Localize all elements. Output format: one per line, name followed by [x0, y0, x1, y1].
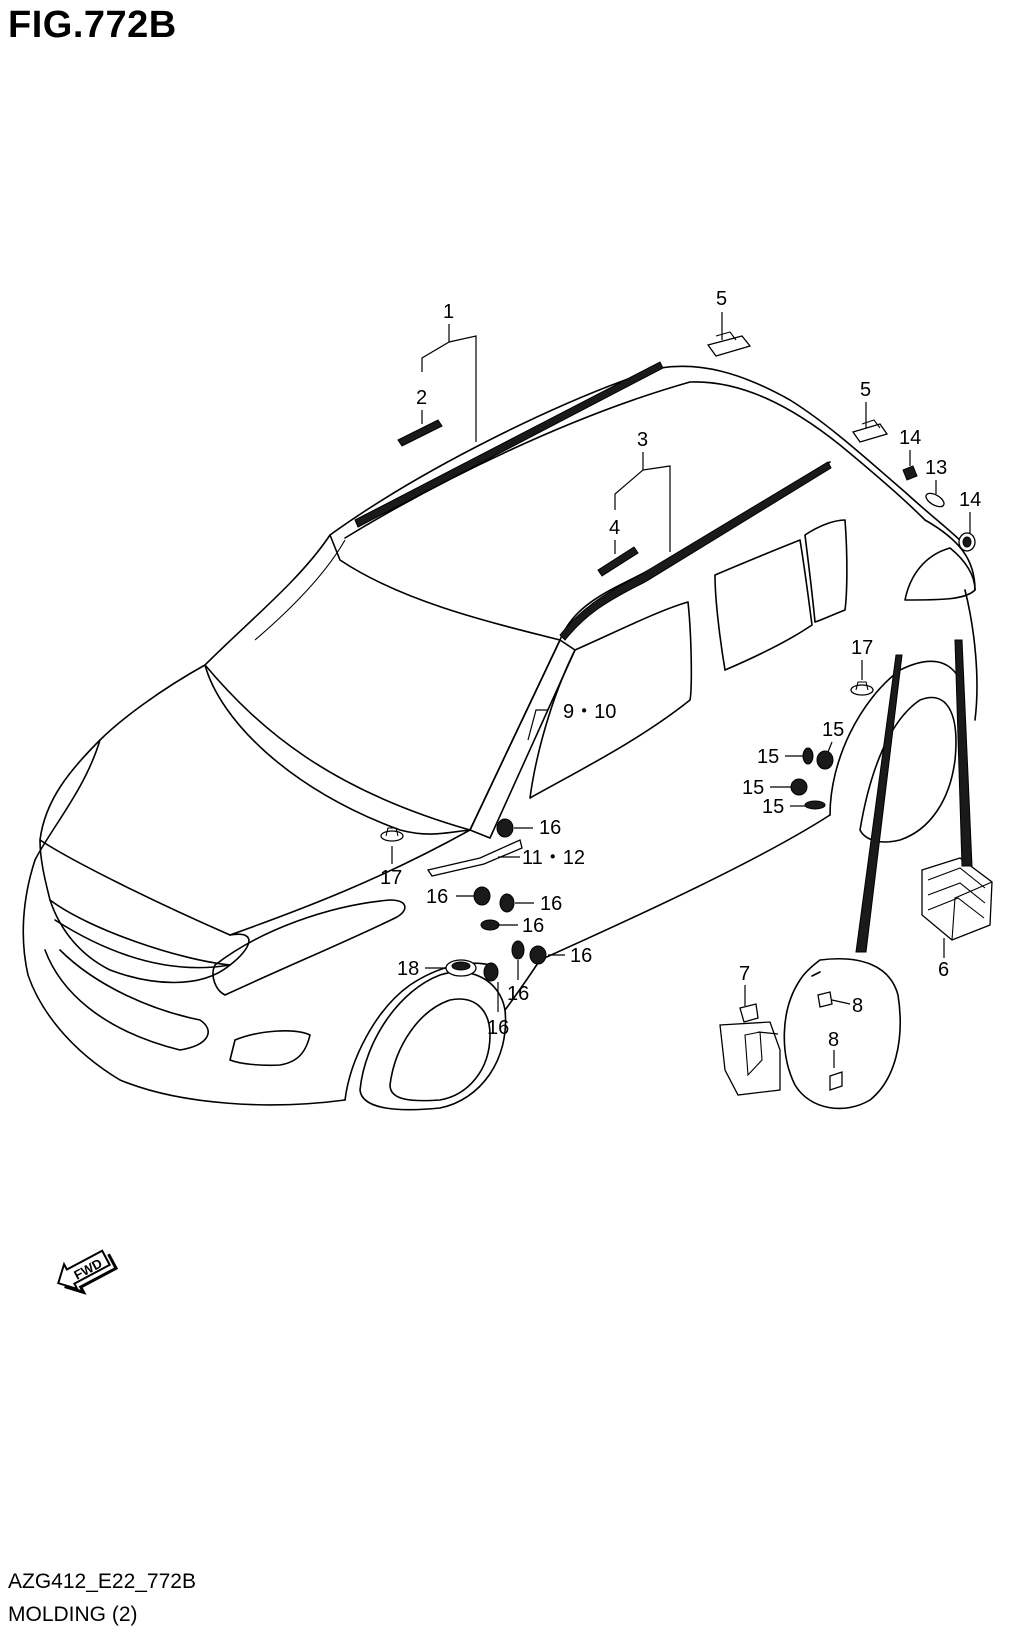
callout-15b: 15 — [757, 746, 779, 768]
callout-18: 18 — [397, 958, 419, 980]
wedge-leader-lid — [855, 654, 903, 953]
callout-2: 2 — [416, 387, 427, 409]
callout-16d: 16 — [522, 915, 544, 937]
clip-8b — [829, 1071, 843, 1091]
callout-14a: 14 — [899, 427, 921, 449]
callout-4: 4 — [609, 517, 620, 539]
fwd-arrow: FWD — [57, 1249, 119, 1295]
molding-end-cap-4 — [597, 546, 639, 577]
callout-16c: 16 — [540, 893, 562, 915]
molding-11-12 — [426, 839, 523, 877]
grommet-17a — [850, 681, 874, 696]
plug-16b — [473, 886, 491, 906]
callout-11-12: 11・12 — [522, 847, 585, 869]
callout-17a: 17 — [851, 637, 873, 659]
callout-6: 6 — [938, 959, 949, 981]
plug-16e — [511, 940, 525, 960]
callout-5b: 5 — [860, 379, 871, 401]
plug-16c — [499, 893, 515, 913]
plug-16d — [480, 919, 500, 931]
callout-15a: 15 — [822, 719, 844, 741]
plug-15a — [802, 747, 814, 765]
leader-lines — [391, 312, 971, 1068]
fuel-lid-assembly — [719, 957, 901, 1110]
callout-16b: 16 — [426, 886, 448, 908]
callout-1: 1 — [443, 301, 454, 323]
molding-end-cap-2 — [397, 419, 443, 447]
roof-clip-5b — [851, 419, 889, 443]
roof-molding-left — [354, 361, 664, 528]
part-6-box — [921, 857, 993, 941]
pad-13 — [925, 492, 945, 508]
clip-14a — [902, 465, 918, 481]
plug-16a — [496, 818, 514, 838]
callout-14b: 14 — [959, 489, 981, 511]
clip-7 — [739, 1003, 759, 1023]
callout-13: 13 — [925, 457, 947, 479]
callout-16e: 16 — [570, 945, 592, 967]
callout-8a: 8 — [852, 995, 863, 1017]
clip-8a — [817, 991, 833, 1008]
figure-caption: MOLDING (2) — [8, 1603, 138, 1626]
plug-15c — [790, 778, 808, 796]
wedge-leader-6 — [954, 639, 973, 867]
roof-molding-right — [559, 461, 832, 641]
callout-3: 3 — [637, 429, 648, 451]
callout-16f: 16 — [507, 983, 529, 1005]
callout-5a: 5 — [716, 288, 727, 310]
callout-7: 7 — [739, 963, 750, 985]
grommet-17b — [380, 827, 404, 842]
parts — [354, 331, 993, 1110]
plug-16f — [529, 945, 547, 965]
callout-17b: 17 — [380, 867, 402, 889]
callout-16a: 16 — [539, 817, 561, 839]
callout-15c: 15 — [742, 777, 764, 799]
plug-15d — [804, 800, 826, 810]
callout-15d: 15 — [762, 796, 784, 818]
roof-clip-5a — [706, 331, 752, 357]
callout-9-10: 9・10 — [563, 701, 616, 723]
car-body-outline — [22, 365, 978, 1111]
figure-code: AZG412_E22_772B — [8, 1570, 196, 1593]
plug-16g — [483, 962, 499, 982]
plug-15b — [816, 750, 834, 770]
callout-8b: 8 — [828, 1029, 839, 1051]
grommet-18 — [445, 959, 477, 977]
callout-numbers: 1 2 3 4 5 5 14 13 14 17 9・10 15 15 15 15… — [380, 288, 981, 1051]
figure-title: FIG.772B — [8, 4, 177, 46]
callout-16g: 16 — [487, 1017, 509, 1039]
